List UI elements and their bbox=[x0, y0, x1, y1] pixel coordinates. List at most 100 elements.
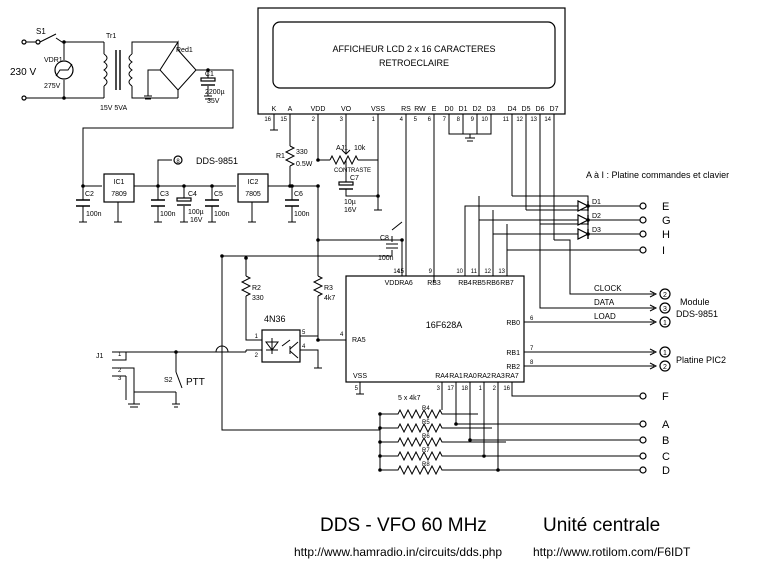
keyboard-note: A à I : Platine commandes et clavier bbox=[586, 170, 729, 180]
contrast-label: CONTRASTE bbox=[334, 168, 371, 174]
aj1-label: AJ1 bbox=[336, 145, 348, 152]
mcu-bottom-pin-number: 1 bbox=[479, 386, 483, 392]
mcu-bottom-pin-number: 2 bbox=[493, 386, 497, 392]
mcu-bottom-pin-name: RA7 bbox=[505, 373, 519, 380]
c7-label: C7 bbox=[350, 175, 359, 182]
mcu-top-pin-number: 11 bbox=[471, 269, 478, 275]
module-pin-number: 2 bbox=[663, 292, 667, 299]
junction-dot bbox=[496, 468, 500, 472]
bridge-label: Red1 bbox=[176, 47, 193, 54]
signal-arrow bbox=[640, 348, 658, 356]
terminal-label: I bbox=[662, 245, 665, 257]
mcu-right-pin-name: RB1 bbox=[506, 350, 520, 357]
mcu-right-pin-number: 7 bbox=[530, 346, 534, 352]
c8-value: 100n bbox=[378, 255, 394, 262]
terminal-circle bbox=[639, 392, 647, 400]
module-pin-circle bbox=[659, 316, 671, 328]
signal-arrow bbox=[640, 304, 658, 312]
junction-dot bbox=[586, 232, 590, 236]
module-pin-number: 1 bbox=[663, 320, 667, 327]
c1-voltage: 35V bbox=[207, 98, 220, 105]
lcd-pin-number: 13 bbox=[530, 117, 537, 123]
mcu-top-pin-number: 15 bbox=[397, 269, 404, 275]
pic2-pin-circle bbox=[659, 360, 671, 372]
ic2-type: 7805 bbox=[245, 191, 261, 198]
mcu-bottom-pin-name: RA1 bbox=[449, 373, 463, 380]
module-pin-circle bbox=[659, 288, 671, 300]
mains-voltage-label: 230 V bbox=[10, 67, 36, 78]
r3-label: R3 bbox=[324, 285, 333, 292]
r1-wattage: 0.5W bbox=[296, 161, 313, 168]
mcu-bottom-pin-name: VSS bbox=[353, 373, 367, 380]
junction-dot bbox=[378, 412, 382, 416]
junction-dot bbox=[482, 454, 486, 458]
r3-value: 4k7 bbox=[324, 295, 335, 302]
j1-pin-number: 3 bbox=[118, 376, 122, 382]
terminal-circle bbox=[639, 452, 647, 460]
lcd-pin-number: 15 bbox=[280, 117, 287, 123]
terminal-label: D bbox=[662, 465, 670, 477]
module-signal-name: DATA bbox=[594, 298, 615, 307]
lcd-pin-number: 5 bbox=[414, 117, 418, 123]
pic2-pin-number: 1 bbox=[663, 350, 667, 357]
footer-url-rotilom: http://www.rotilom.com/F6IDT bbox=[533, 545, 691, 559]
lcd-pin-name: A bbox=[288, 106, 293, 113]
mcu-right-pin-number: 6 bbox=[530, 316, 534, 322]
mcu-bottom-pin-number: 17 bbox=[447, 386, 454, 392]
r2-value: 330 bbox=[252, 295, 264, 302]
resistor-symbol bbox=[380, 436, 506, 448]
lcd-pin-name: D1 bbox=[459, 106, 468, 113]
power-supply: S1 230 V VDR1 275V Tr1 15V 5VA Red1 C1 2… bbox=[10, 27, 318, 224]
c7-value: 10µ bbox=[344, 199, 356, 206]
pic2-pin-number: 2 bbox=[663, 364, 667, 371]
lcd-pin-name: D4 bbox=[508, 106, 517, 113]
module-label: Module bbox=[680, 297, 710, 307]
mcu-bottom-pin-number: 16 bbox=[503, 386, 510, 392]
c2-value: 100n bbox=[86, 211, 102, 218]
module-signal-name: LOAD bbox=[594, 312, 616, 321]
r1-value: 330 bbox=[296, 149, 308, 156]
switch-s1-label: S1 bbox=[36, 27, 46, 36]
mcu-bottom-pin-name: RA2 bbox=[477, 373, 491, 380]
c4-value: 100µ bbox=[188, 209, 204, 216]
lcd-pin-number: 16 bbox=[264, 117, 271, 123]
ic2-label: IC2 bbox=[248, 179, 259, 186]
resistor-label: R8 bbox=[422, 462, 430, 468]
c2-label: C2 bbox=[85, 191, 94, 198]
lcd-pin-name: K bbox=[272, 106, 277, 113]
diode-label: D1 bbox=[592, 199, 601, 206]
lcd-pin-number: 7 bbox=[443, 117, 447, 123]
microcontroller-16f628a: 16F628A C8 100n VDD14RA615RB39RB410RB511… bbox=[221, 114, 534, 431]
vdr-voltage: 275V bbox=[44, 83, 61, 90]
mcu-top-pin-name: RB4 bbox=[458, 280, 472, 287]
lcd-pin-number: 6 bbox=[428, 117, 432, 123]
junction-dot bbox=[378, 440, 382, 444]
terminal-label: E bbox=[662, 201, 669, 213]
lcd-pin-number: 11 bbox=[503, 117, 510, 123]
resistor-label: R7 bbox=[422, 448, 430, 454]
lcd-title-line1: AFFICHEUR LCD 2 x 16 CARACTERES bbox=[332, 44, 495, 54]
mcu-top-pin-name: RB6 bbox=[486, 280, 500, 287]
lcd-pin-number: 1 bbox=[372, 117, 376, 123]
opto-pin-number: 4 bbox=[302, 344, 306, 350]
resistor-label: R6 bbox=[422, 434, 430, 440]
junction-dot bbox=[468, 438, 472, 442]
terminal-circle bbox=[639, 436, 647, 444]
footer: DDS - VFO 60 MHz Unité centrale http://w… bbox=[294, 515, 691, 559]
mcu-name: 16F628A bbox=[426, 320, 463, 330]
junction-dot bbox=[378, 468, 382, 472]
opto-pin-number: 1 bbox=[255, 334, 259, 340]
lcd-pin-name: RW bbox=[414, 106, 426, 113]
c5-label: C5 bbox=[214, 191, 223, 198]
mcu-right-pin-name: RB2 bbox=[506, 364, 520, 371]
resistor-symbol bbox=[380, 464, 534, 476]
terminal-label: H bbox=[662, 229, 670, 241]
lcd-pin-name: D3 bbox=[487, 106, 496, 113]
footer-subtitle: Unité centrale bbox=[543, 515, 660, 536]
ptt-label: PTT bbox=[186, 377, 205, 388]
c5-value: 100n bbox=[214, 211, 230, 218]
lcd-data-bus bbox=[433, 114, 640, 323]
